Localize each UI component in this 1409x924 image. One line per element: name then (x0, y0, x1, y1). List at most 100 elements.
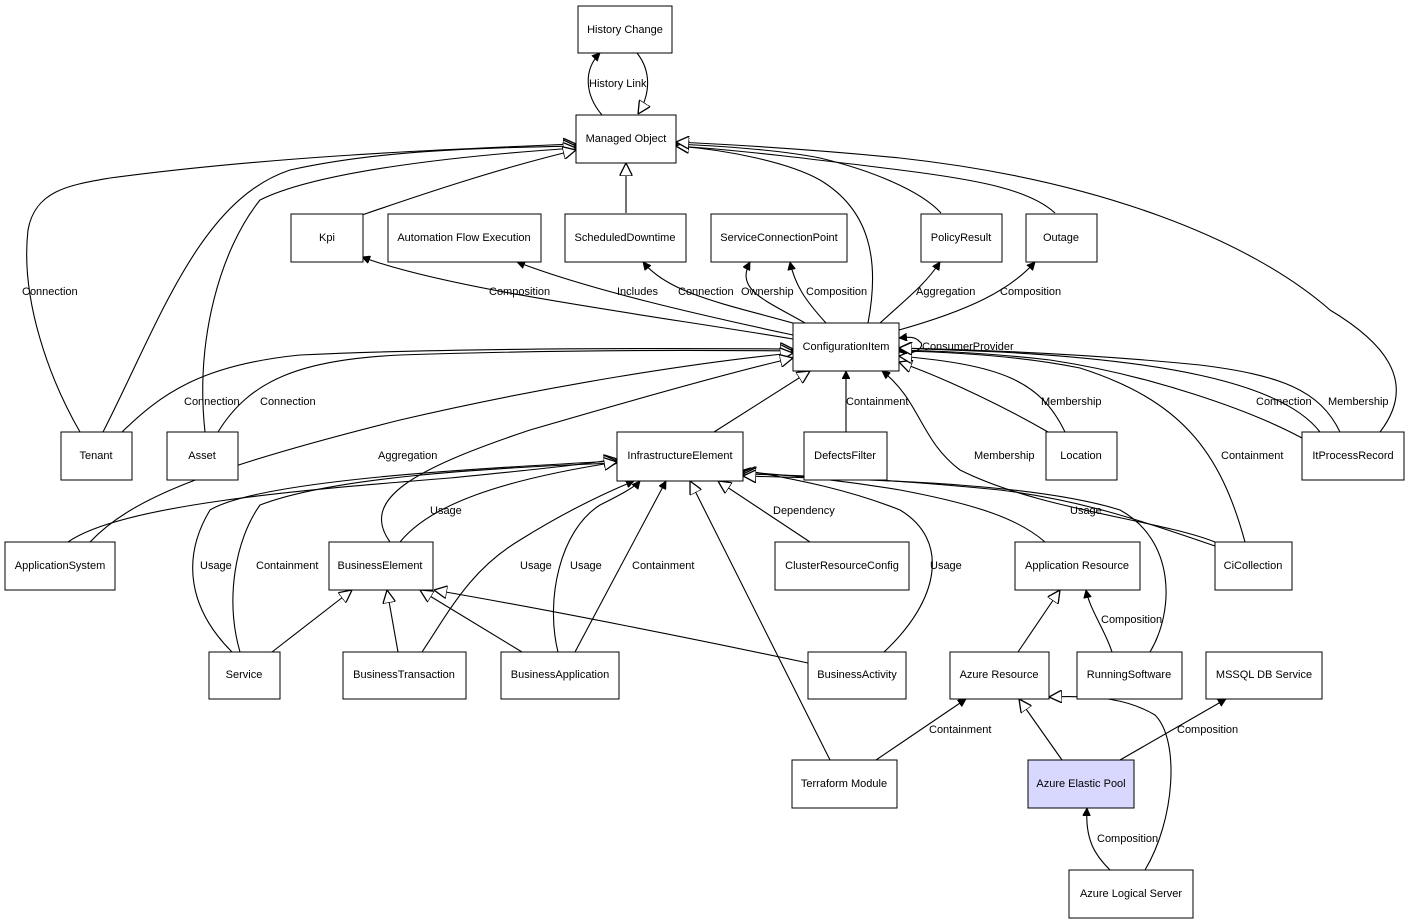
node-outage[interactable]: Outage (1025, 213, 1098, 263)
edge-tm-azr: Containment (875, 699, 991, 761)
node-mssql-db-service[interactable]: MSSQL DB Service (1205, 651, 1323, 700)
svg-text:Asset: Asset (188, 450, 216, 462)
node-cluster-resource-config[interactable]: ClusterResourceConfig (774, 541, 910, 591)
edge-label: Aggregation (916, 286, 975, 298)
node-running-software[interactable]: RunningSoftware (1076, 651, 1183, 700)
edge-label: Composition (1101, 614, 1162, 626)
node-service-connection-point[interactable]: ServiceConnectionPoint (710, 213, 848, 263)
node-automation-flow-execution[interactable]: Automation Flow Execution (387, 213, 542, 263)
edge-ie-ci (713, 371, 810, 433)
svg-text:ApplicationSystem: ApplicationSystem (15, 560, 106, 572)
node-application-resource[interactable]: Application Resource (1014, 541, 1141, 591)
node-business-activity[interactable]: BusinessActivity (807, 651, 907, 700)
edge-als-aep: Composition (1087, 808, 1158, 871)
node-managed-object[interactable]: Managed Object (575, 114, 677, 164)
svg-text:PolicyResult: PolicyResult (931, 232, 992, 244)
edge-policyresult-mo (676, 144, 942, 214)
edge-label: Includes (617, 286, 658, 298)
svg-text:Terraform Module: Terraform Module (801, 778, 887, 790)
edge-label: Connection (22, 286, 78, 298)
edge-ci-kpi: Composition (362, 257, 794, 340)
edge-crc-ie: Dependency (718, 481, 835, 543)
svg-text:BusinessTransaction: BusinessTransaction (353, 669, 455, 681)
edge-ba-be (420, 590, 523, 653)
node-location[interactable]: Location (1045, 431, 1118, 481)
edge-label: Usage (570, 560, 602, 572)
svg-text:ClusterResourceConfig: ClusterResourceConfig (785, 560, 899, 572)
node-azure-elastic-pool[interactable]: Azure Elastic Pool (1027, 759, 1135, 809)
edge-itpr-mo (676, 142, 1397, 433)
edge-label: Containment (256, 560, 318, 572)
edge-label: Composition (1097, 833, 1158, 845)
svg-text:Kpi: Kpi (319, 232, 335, 244)
svg-text:BusinessElement: BusinessElement (338, 560, 423, 572)
node-business-application[interactable]: BusinessApplication (500, 651, 620, 700)
node-azure-resource[interactable]: Azure Resource (949, 651, 1050, 700)
edge-ci-mo (676, 146, 874, 324)
edge-label: Connection (260, 396, 316, 408)
edge-service-ie-containment: Containment (232, 463, 617, 653)
node-kpi[interactable]: Kpi (290, 213, 364, 263)
edge-bact-be (434, 590, 809, 664)
edge-label: Usage (1070, 505, 1102, 517)
edge-label: Usage (430, 505, 462, 517)
edge-be-ie: Usage (399, 462, 617, 543)
node-application-system[interactable]: ApplicationSystem (4, 541, 116, 591)
edge-asset-ci: Connection (217, 350, 793, 433)
node-history-change[interactable]: History Change (577, 5, 673, 54)
node-scheduled-downtime[interactable]: ScheduledDowntime (564, 213, 687, 263)
edge-ci-outage: Composition (898, 262, 1061, 331)
node-tenant[interactable]: Tenant (60, 431, 133, 481)
edge-label: Containment (846, 396, 908, 408)
edge-cicoll-ie: Usage (743, 474, 1216, 547)
node-it-process-record[interactable]: ItProcessRecord (1301, 431, 1405, 481)
svg-text:InfrastructureElement: InfrastructureElement (627, 450, 732, 462)
svg-text:BusinessActivity: BusinessActivity (817, 669, 897, 681)
node-configuration-item[interactable]: ConfigurationItem (792, 322, 900, 372)
edge-ci-afe: Includes (517, 262, 794, 336)
node-defects-filter[interactable]: DefectsFilter (803, 431, 888, 481)
edge-label: Containment (1221, 450, 1283, 462)
svg-text:RunningSoftware: RunningSoftware (1087, 669, 1171, 681)
edge-label: Membership (974, 450, 1035, 462)
edge-label: Containment (929, 724, 991, 736)
edge-label: Containment (632, 560, 694, 572)
edge-location-ci: Membership (899, 362, 1102, 433)
node-terraform-module[interactable]: Terraform Module (791, 759, 898, 809)
node-policy-result[interactable]: PolicyResult (920, 213, 1003, 263)
node-service[interactable]: Service (208, 651, 281, 700)
edge-tm-ie (690, 481, 831, 761)
svg-text:Automation Flow Execution: Automation Flow Execution (397, 232, 530, 244)
edge-label: History Link (589, 78, 647, 90)
svg-text:Azure Resource: Azure Resource (960, 669, 1039, 681)
edge-label: Connection (1256, 396, 1312, 408)
edge-label: Connection (184, 396, 240, 408)
svg-text:Outage: Outage (1043, 232, 1079, 244)
svg-text:ScheduledDowntime: ScheduledDowntime (575, 232, 676, 244)
node-business-element[interactable]: BusinessElement (328, 541, 434, 591)
svg-text:Azure Elastic Pool: Azure Elastic Pool (1036, 778, 1125, 790)
edge-cicoll-ci-containment: Containment (899, 351, 1283, 543)
edge-be-ci (380, 358, 793, 543)
edge-tenant-managed-object: Connection (22, 144, 576, 433)
node-azure-logical-server[interactable]: Azure Logical Server (1068, 869, 1194, 919)
edge-label: Dependency (773, 505, 835, 517)
edge-itpr-ci-membership: Membership (899, 348, 1389, 433)
node-infrastructure-element[interactable]: InfrastructureElement (616, 431, 744, 482)
edge-label: Composition (1000, 286, 1061, 298)
node-asset[interactable]: Asset (166, 431, 239, 481)
svg-text:BusinessApplication: BusinessApplication (511, 669, 609, 681)
edge-service-ie-usage: Usage (192, 461, 617, 653)
edge-appsys-ie (67, 459, 617, 543)
edge-label: Composition (489, 286, 550, 298)
edge-itpr-ci-3 (899, 348, 1321, 433)
edge-history-link: History Link (587, 53, 647, 116)
edge-cicoll-ci-membership: Membership (882, 371, 1216, 543)
node-business-transaction[interactable]: BusinessTransaction (342, 651, 467, 700)
node-ci-collection[interactable]: CiCollection (1214, 541, 1293, 591)
svg-text:CiCollection: CiCollection (1224, 560, 1283, 572)
svg-text:ConfigurationItem: ConfigurationItem (803, 341, 890, 353)
edge-aep-azr (1019, 699, 1063, 761)
edge-label: Usage (520, 560, 552, 572)
